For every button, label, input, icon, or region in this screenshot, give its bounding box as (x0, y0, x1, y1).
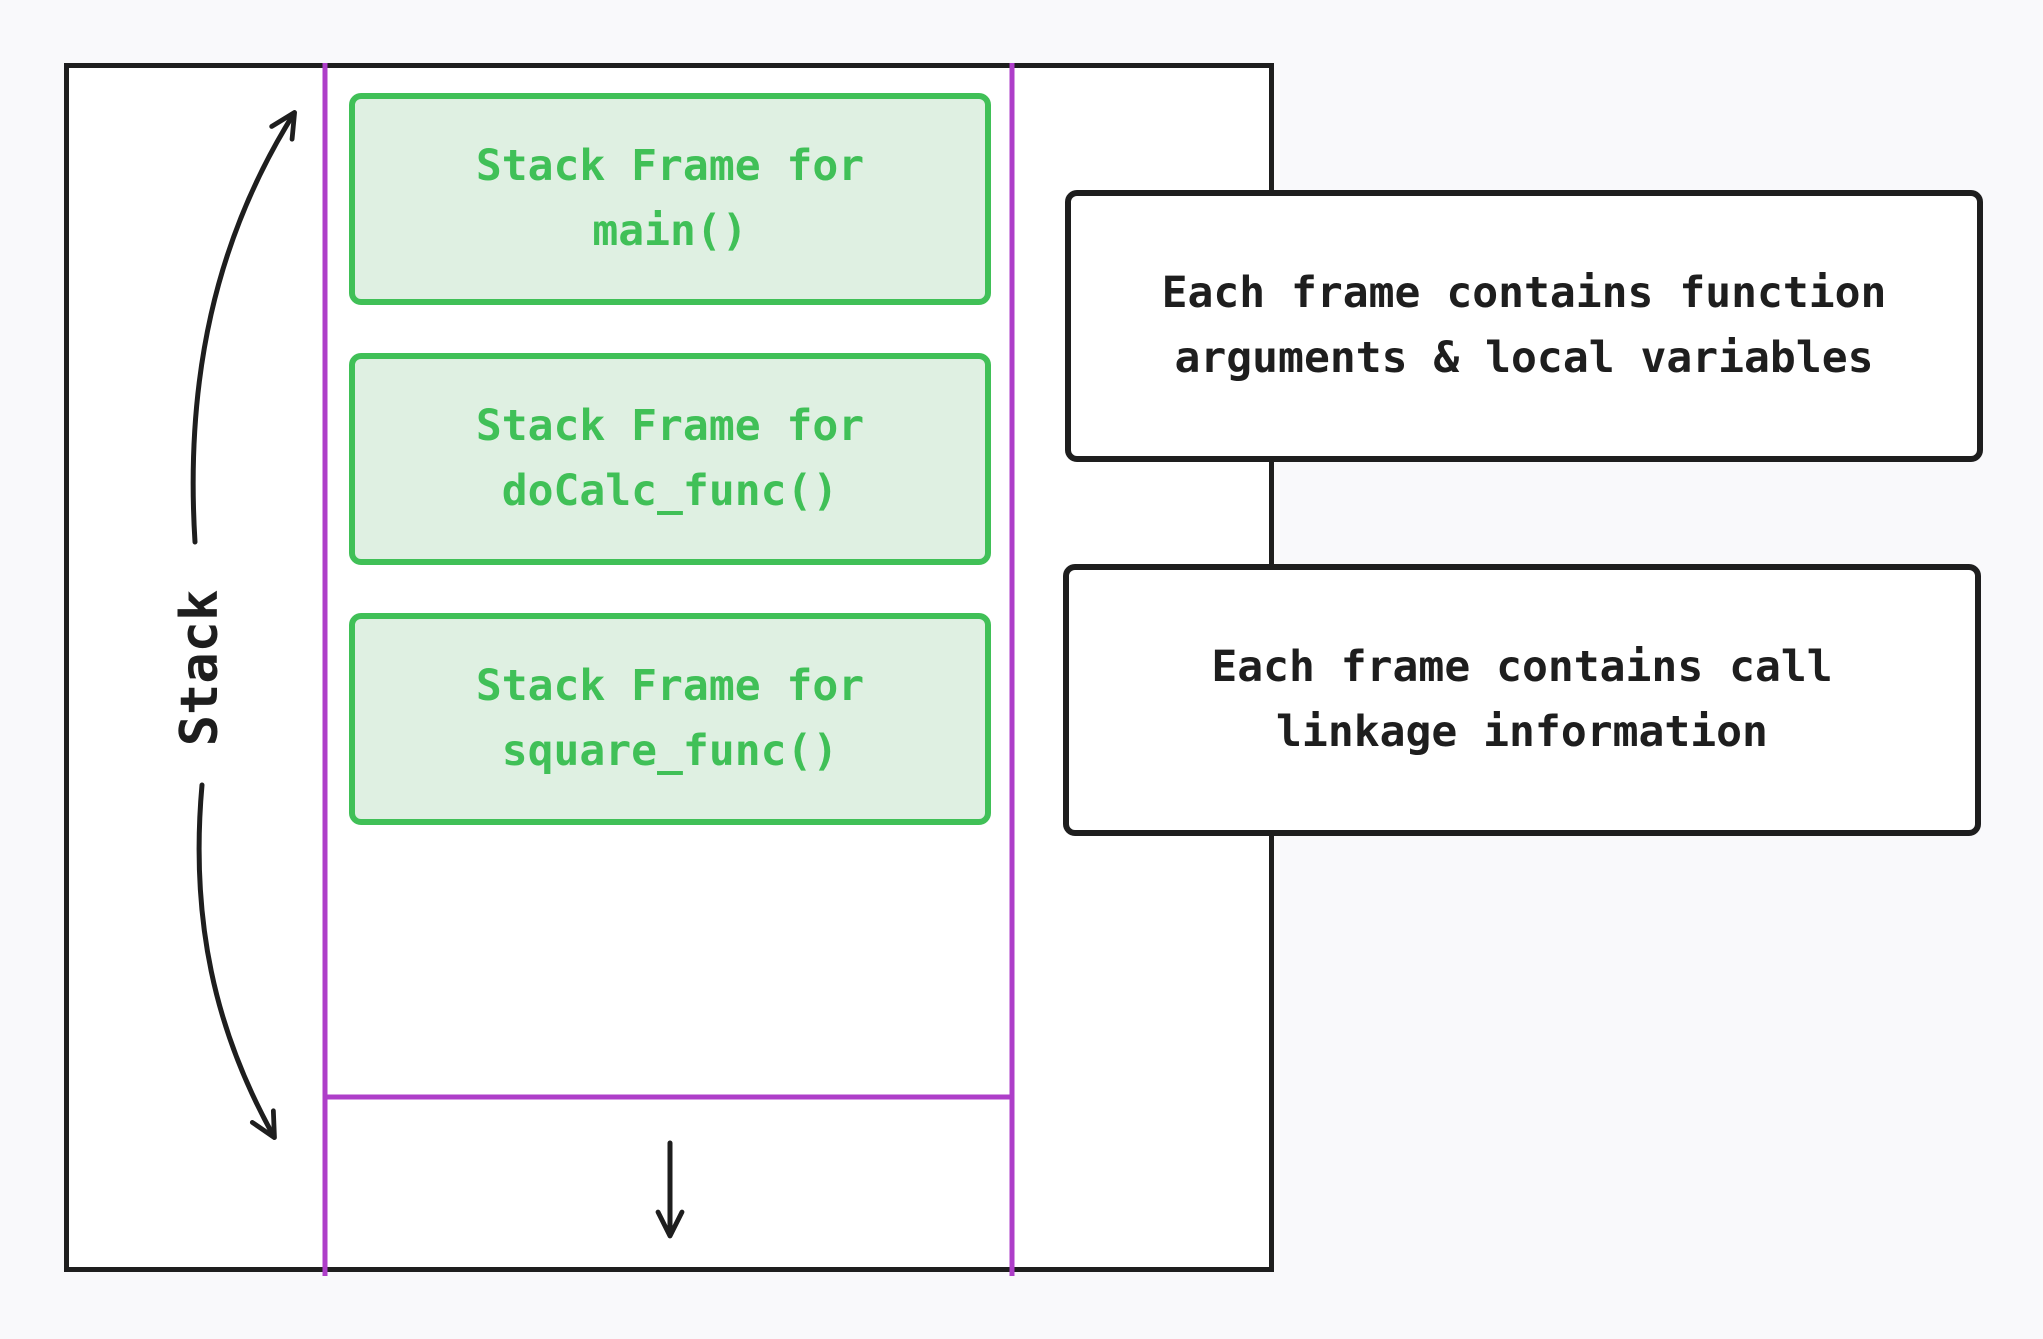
frame-function: main() (592, 206, 748, 256)
note-line: Each frame contains call (1211, 642, 1833, 692)
note-function-arguments: Each frame contains function arguments &… (1065, 190, 1983, 462)
frame-title: Stack Frame for (475, 401, 865, 451)
note-line: Each frame contains function (1161, 268, 1887, 318)
frame-function: doCalc_func() (501, 466, 839, 516)
stack-frame-main: Stack Frame for main() (349, 93, 991, 305)
frame-title: Stack Frame for (475, 661, 865, 711)
stack-down-arrow (196, 782, 277, 1141)
stack-up-arrow (190, 110, 297, 545)
stack-frame-square: Stack Frame for square_func() (349, 613, 991, 825)
note-call-linkage: Each frame contains call linkage informa… (1063, 564, 1981, 836)
note-line: linkage information (1276, 707, 1768, 757)
stack-axis-label: Stack (170, 589, 230, 747)
note-line: arguments & local variables (1174, 333, 1874, 383)
stack-frame-docalc: Stack Frame for doCalc_func() (349, 353, 991, 565)
frame-title: Stack Frame for (475, 141, 865, 191)
frame-function: square_func() (501, 726, 839, 776)
